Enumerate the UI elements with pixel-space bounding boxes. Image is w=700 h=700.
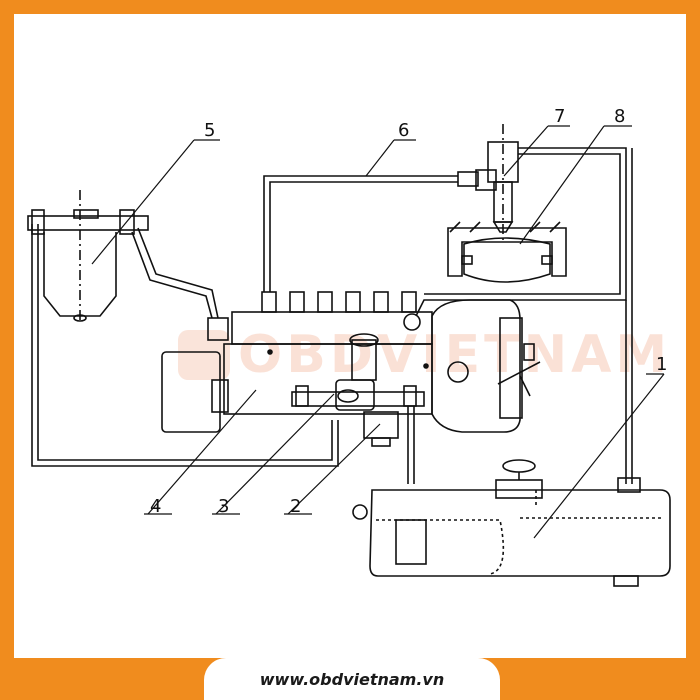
footer-url[interactable]: www.obdvietnam.vn [259, 669, 445, 689]
feed-pump [291, 333, 425, 447]
label-6: 6 [398, 120, 409, 141]
return-to-tank-pipe [625, 148, 633, 484]
high-pressure-pipe [263, 175, 458, 292]
leader-lines [91, 125, 665, 539]
injector [475, 124, 519, 240]
label-4: 4 [150, 496, 161, 517]
tank-to-filter-pipe [31, 224, 339, 467]
label-5: 5 [204, 120, 215, 141]
label-7: 7 [554, 106, 565, 127]
watermark-text: OBDVIETNAM [238, 325, 671, 385]
diagram-panel [14, 14, 686, 658]
cylinder [447, 221, 567, 283]
watermark: OBDVIETNAM [178, 325, 671, 385]
pump-to-tank-pipe [407, 406, 415, 484]
overflow-valve [403, 313, 421, 331]
footer-badge: www.obdvietnam.vn [204, 658, 500, 700]
label-8: 8 [614, 106, 625, 127]
label-3: 3 [218, 496, 229, 517]
tank-drain-bolt [613, 575, 639, 587]
tank-filler-neck [495, 479, 543, 499]
label-2: 2 [290, 496, 301, 517]
fuel-tank [352, 459, 671, 587]
part-labels: 1 2 3 4 5 6 7 8 [150, 106, 667, 517]
drive-coupling [161, 351, 221, 433]
tank-drain-plug [352, 504, 368, 520]
filler-cap [502, 459, 536, 473]
filter-to-pump-pipe [131, 231, 213, 319]
label-1: 1 [656, 354, 667, 375]
tank-filter-box [395, 519, 427, 565]
delivery-valves [261, 291, 417, 313]
fuel-filter [27, 190, 149, 322]
